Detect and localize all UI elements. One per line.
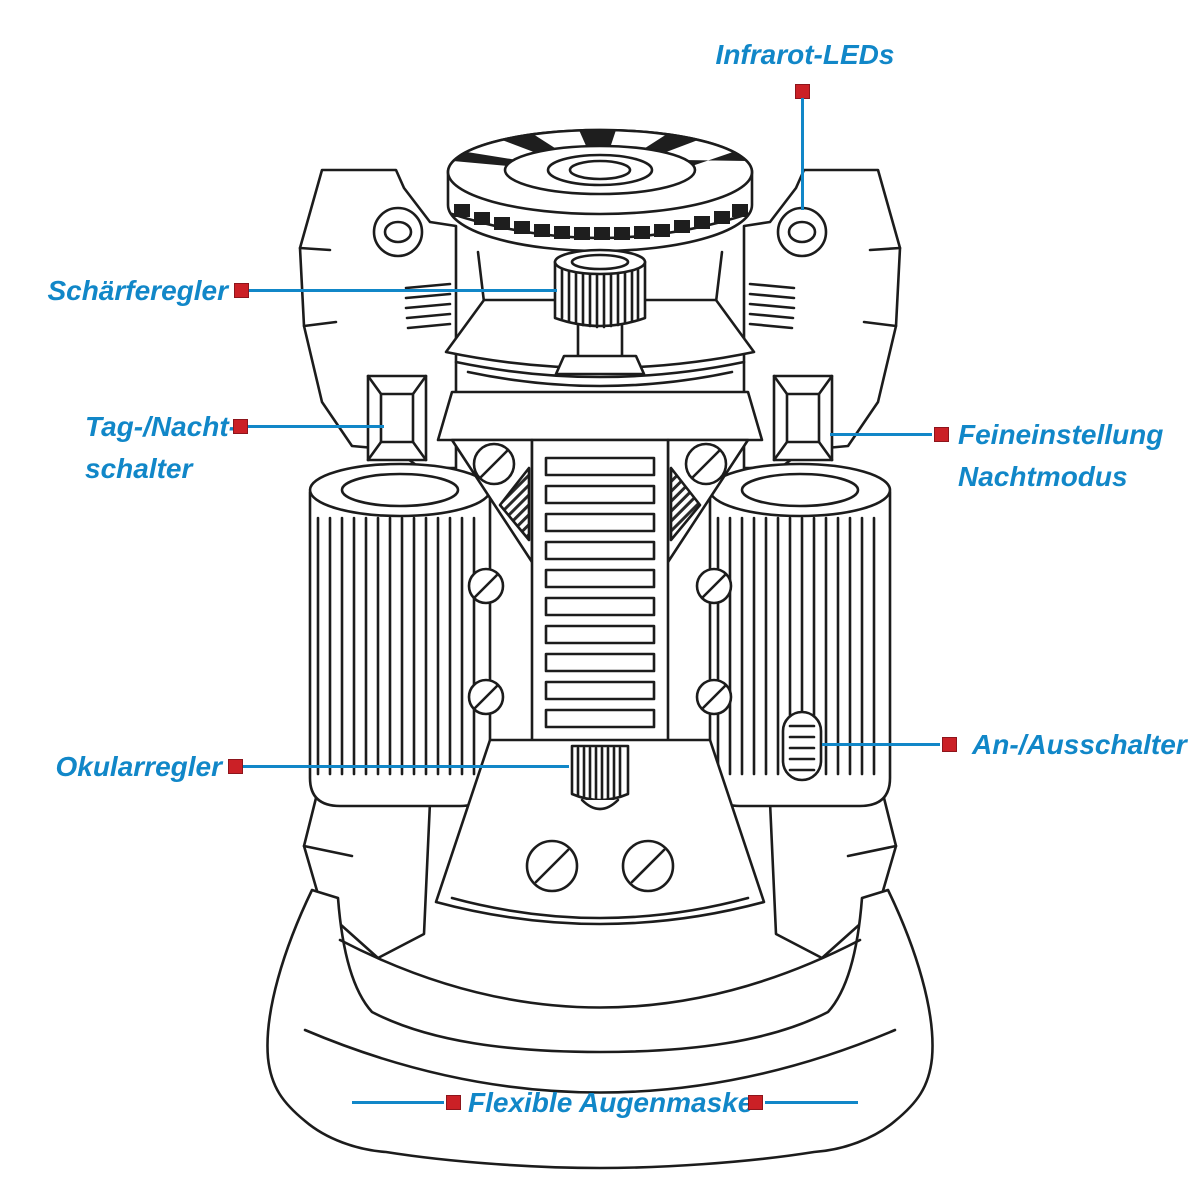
eyepiece-knob-part (570, 744, 630, 811)
callout-line-augenmaske-left (352, 1101, 444, 1104)
label-an-ausschalter: An-/Ausschalter (972, 729, 1187, 760)
left-tube (308, 462, 492, 808)
callout-marker-feineinstellung (934, 427, 949, 442)
callout-marker-an-ausschalter (942, 737, 957, 752)
lower-housing (434, 738, 766, 926)
center-bridge (436, 390, 764, 750)
power-button-part (781, 710, 823, 782)
callout-marker-augenmaske-left (446, 1095, 461, 1110)
bridge-ladder-ribs (544, 456, 656, 729)
callout-marker-schaerferegler (234, 283, 249, 298)
label-flexible-augenmaske: Flexible Augenmaske (468, 1087, 754, 1118)
eye-mask-part (266, 888, 934, 1170)
callout-line-tag-nacht (248, 425, 384, 428)
top-turret (446, 128, 754, 253)
callout-marker-augenmaske-right (748, 1095, 763, 1110)
label-okularregler: Okularregler (55, 751, 222, 782)
tube-screws (467, 567, 733, 716)
left-ear-bracket (298, 168, 458, 470)
label-tag-nacht-line2: schalter (85, 453, 193, 484)
callout-marker-infrarot-leds (795, 84, 810, 99)
callout-line-infrarot-leds (801, 98, 804, 210)
focus-knob-part (553, 248, 647, 376)
callout-marker-okularregler (228, 759, 243, 774)
right-tube (708, 462, 892, 808)
right-ear-bracket (742, 168, 902, 470)
label-feineinstellung-line1: Feineinstellung (958, 419, 1164, 450)
label-schaerferegler: Schärferegler (47, 275, 228, 306)
callout-line-feineinstellung (830, 433, 932, 436)
callout-marker-tag-nacht (233, 419, 248, 434)
label-feineinstellung-line2: Nachtmodus (958, 461, 1128, 492)
label-tag-nacht-line1: Tag-/Nacht- (85, 411, 238, 442)
callout-line-okularregler (243, 765, 569, 768)
callout-line-schaerferegler (249, 289, 557, 292)
callout-line-an-ausschalter (822, 743, 940, 746)
callout-line-augenmaske-right (765, 1101, 858, 1104)
label-infrarot-leds: Infrarot-LEDs (715, 39, 895, 70)
